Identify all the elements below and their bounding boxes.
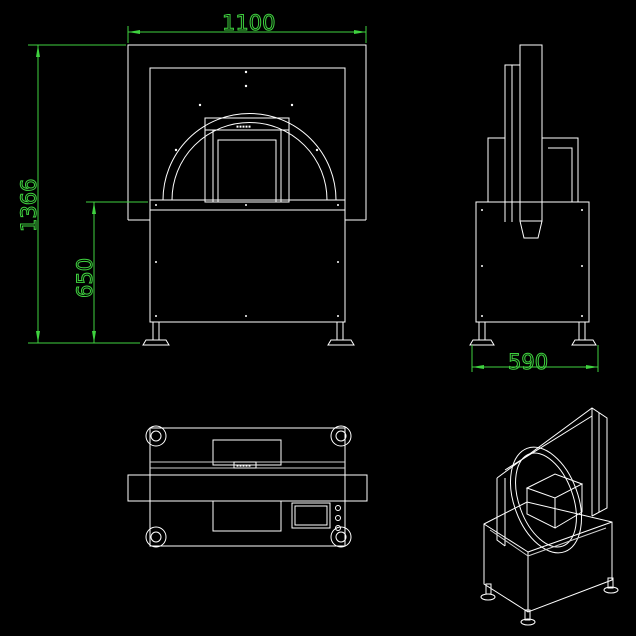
ring-dot bbox=[290, 103, 294, 107]
iso-frame-left bbox=[496, 478, 506, 547]
caster-wheel bbox=[145, 526, 167, 548]
body-bolt bbox=[581, 209, 583, 211]
front-chute-inner bbox=[212, 129, 282, 203]
side-chute-left bbox=[487, 137, 505, 202]
iso-foot bbox=[480, 593, 496, 601]
dim-arrow bbox=[92, 331, 96, 343]
side-column-plate bbox=[504, 64, 520, 222]
front-body bbox=[149, 199, 346, 323]
control-knob bbox=[335, 515, 341, 521]
body-bolt bbox=[337, 261, 339, 263]
dim-depth-text: 590 bbox=[508, 350, 548, 374]
iso-frame-inner-top bbox=[504, 415, 593, 471]
iso-leg bbox=[524, 609, 531, 621]
iso-body-line bbox=[489, 529, 529, 557]
body-bolt bbox=[481, 265, 483, 267]
iso-box-left bbox=[526, 488, 556, 529]
body-bolt bbox=[481, 209, 483, 211]
side-chute-right bbox=[542, 137, 579, 202]
body-bolt bbox=[155, 315, 157, 317]
front-foot-left bbox=[142, 339, 170, 346]
iso-box-right bbox=[554, 484, 583, 529]
dim-arrow bbox=[472, 365, 484, 369]
dim-width-text: 1100 bbox=[222, 11, 275, 35]
ring-dot bbox=[174, 148, 178, 152]
dim-arrow bbox=[36, 45, 40, 57]
dim-body-text: 650 bbox=[73, 258, 97, 298]
body-bolt bbox=[481, 315, 483, 317]
front-leg-right bbox=[336, 321, 344, 341]
top-view: ▪▪▪▪▪ bbox=[127, 425, 368, 548]
iso-body-line bbox=[527, 527, 607, 557]
iso-ring-inner bbox=[515, 452, 577, 548]
iso-body-edge bbox=[483, 523, 529, 553]
body-bolt bbox=[581, 315, 583, 317]
ring-dot bbox=[244, 70, 248, 74]
front-ring-outer bbox=[162, 113, 337, 201]
ring-dot bbox=[315, 148, 319, 152]
body-bolt bbox=[245, 204, 247, 206]
top-body bbox=[149, 427, 346, 547]
caster-hub bbox=[150, 531, 162, 543]
body-bolt bbox=[245, 315, 247, 317]
caster-hub bbox=[335, 430, 347, 442]
side-column-base bbox=[519, 220, 543, 239]
body-bolt bbox=[155, 261, 157, 263]
front-view: ▪▪▪▪▪ 1100 1366 650 bbox=[17, 11, 367, 346]
front-inner-frame bbox=[149, 67, 346, 200]
dim-height-text: 1366 bbox=[17, 179, 41, 232]
top-tag-box bbox=[233, 461, 257, 469]
side-body bbox=[475, 201, 590, 323]
side-leg-left bbox=[478, 321, 486, 341]
control-knob bbox=[335, 525, 341, 531]
side-leg-right bbox=[578, 321, 586, 341]
front-chute-core bbox=[217, 139, 277, 203]
control-knob bbox=[335, 505, 341, 511]
top-view-tag: ▪▪▪▪▪ bbox=[236, 463, 251, 469]
dim-arrow bbox=[354, 30, 366, 34]
side-foot-right bbox=[571, 339, 597, 346]
body-bolt bbox=[337, 204, 339, 206]
front-top-tag: ▪▪▪▪▪ bbox=[236, 124, 251, 130]
caster-wheel bbox=[330, 425, 352, 447]
body-bolt bbox=[155, 204, 157, 206]
iso-body-outline bbox=[483, 501, 613, 613]
iso-body-edge bbox=[527, 521, 613, 553]
iso-box-top bbox=[525, 473, 584, 499]
iso-ring-outer bbox=[510, 446, 582, 554]
side-column bbox=[519, 44, 543, 222]
front-leg-left bbox=[152, 321, 160, 341]
caster-wheel bbox=[330, 526, 352, 548]
body-bolt bbox=[581, 265, 583, 267]
ring-dot bbox=[244, 84, 248, 88]
front-outer-frame bbox=[127, 44, 367, 220]
iso-foot bbox=[603, 586, 619, 594]
side-chute-inner bbox=[548, 147, 573, 202]
iso-foot bbox=[520, 618, 536, 626]
front-ring-inner bbox=[171, 122, 328, 201]
control-panel-screen bbox=[294, 505, 328, 526]
control-panel-outer bbox=[291, 502, 331, 529]
caster-wheel bbox=[145, 425, 167, 447]
top-chute-lower bbox=[212, 500, 282, 532]
dim-arrow bbox=[92, 202, 96, 214]
iso-frame-front bbox=[496, 407, 608, 517]
dim-arrow bbox=[128, 30, 140, 34]
caster-hub bbox=[335, 531, 347, 543]
body-bolt bbox=[337, 315, 339, 317]
iso-leg bbox=[607, 577, 614, 589]
dim-arrow bbox=[36, 331, 40, 343]
top-cross-beam bbox=[127, 474, 368, 502]
side-view: 590 bbox=[469, 44, 599, 375]
caster-hub bbox=[150, 430, 162, 442]
ring-dot bbox=[198, 103, 202, 107]
side-foot-left bbox=[469, 339, 495, 346]
dim-arrow bbox=[586, 365, 598, 369]
isometric-view bbox=[480, 407, 619, 626]
top-chute-slot bbox=[212, 439, 282, 466]
front-foot-right bbox=[327, 339, 355, 346]
